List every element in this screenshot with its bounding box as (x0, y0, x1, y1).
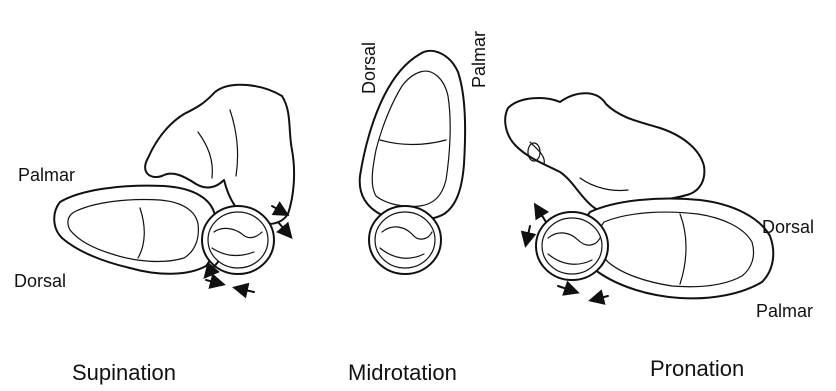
pronation-label-dorsal: Dorsal (762, 218, 814, 236)
supination-label-dorsal: Dorsal (14, 272, 66, 290)
pronation-radius (583, 199, 773, 299)
motion-arrow-icon (526, 226, 530, 244)
supination-figure (54, 85, 294, 292)
midrotation-caption: Midrotation (348, 362, 457, 384)
pronation-figure (505, 93, 773, 300)
pronation-caption: Pronation (650, 358, 744, 380)
supination-caption: Supination (72, 362, 176, 384)
pronation-label-palmar: Palmar (756, 302, 813, 320)
midrotation-ulnar-head (369, 206, 441, 274)
motion-arrow-icon (536, 206, 546, 222)
midrotation-label-dorsal: Dorsal (360, 42, 378, 94)
supination-label-palmar: Palmar (18, 166, 75, 184)
motion-arrow-icon (236, 288, 254, 292)
motion-arrow-icon (206, 280, 222, 284)
motion-arrow-icon (558, 286, 576, 292)
supination-ulnar-head (202, 206, 274, 274)
midrotation-label-palmar: Palmar (470, 31, 488, 88)
supination-radius (54, 186, 217, 274)
pronation-ulna (505, 93, 704, 214)
motion-arrow-icon (592, 296, 608, 300)
motion-arrow-icon (278, 222, 290, 236)
